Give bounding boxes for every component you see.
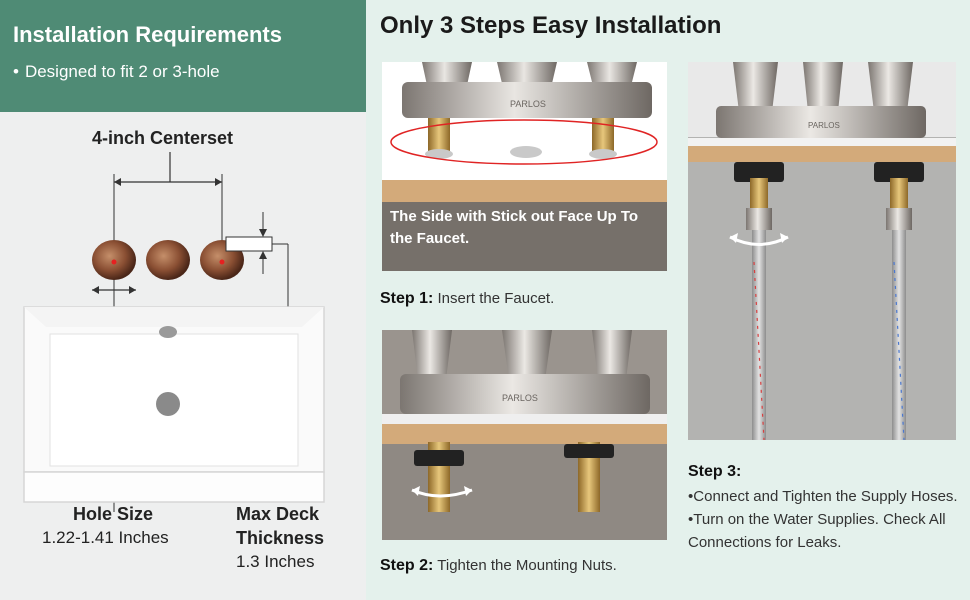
- requirements-bullet: • Designed to fit 2 or 3-hole: [13, 62, 220, 82]
- deck-thickness-label-line2: Thickness: [236, 528, 325, 548]
- arrowhead-icon: [412, 486, 420, 496]
- arrowhead-icon: [780, 233, 788, 243]
- step1-text: Insert the Faucet.: [437, 290, 555, 307]
- arrowhead-icon: [259, 229, 267, 237]
- step2-text: Tighten the Mounting Nuts.: [437, 557, 617, 574]
- sink-rim: [24, 307, 324, 327]
- step1-overlay-caption: The Side with Stick out Face Up To the F…: [390, 208, 639, 247]
- arrowhead-icon: [92, 286, 99, 294]
- hole-center-dot: [219, 259, 225, 265]
- step3-caption: Step 3: •Connect and Tighten the Supply …: [688, 460, 963, 554]
- hole-size-value: 1.22-1.41 Inches: [42, 528, 169, 547]
- sink-diagram-graphic: [23, 152, 325, 512]
- centerset-label: 4-inch Centerset: [92, 128, 234, 148]
- brand-mark: PARLOS: [502, 393, 538, 403]
- step1-caption: Step 1: Insert the Faucet.: [380, 290, 554, 308]
- arrowhead-icon: [215, 178, 222, 186]
- bullet-icon: •: [688, 511, 694, 528]
- drain-hole: [156, 392, 180, 416]
- requirements-bullet-text: Designed to fit 2 or 3-hole: [24, 62, 220, 81]
- sink-diagram: 4-inch Centerset Hole Size 1.22-1.41 Inc…: [0, 112, 366, 600]
- step3-photo: PARLOS: [688, 62, 956, 440]
- hole-size-label: Hole Size: [73, 504, 154, 524]
- arrowhead-icon: [129, 286, 136, 294]
- step3-label: Step 3:: [688, 463, 742, 480]
- bullet-icon: •: [13, 62, 19, 81]
- installation-steps-panel: Only 3 Steps Easy Installation: [366, 0, 970, 600]
- step2-label: Step 2:: [380, 557, 434, 574]
- step2-illustration: PARLOS: [382, 330, 667, 540]
- arrowhead-icon: [464, 486, 472, 496]
- step3-item: •Connect and Tighten the Supply Hoses.: [688, 488, 958, 505]
- deck-thickness-label-line1: Max Deck: [236, 504, 320, 524]
- step2-photo: PARLOS: [382, 330, 667, 540]
- deck-thickness-value: 1.3 Inches: [236, 552, 315, 571]
- mounting-hole-center: [146, 240, 190, 280]
- arrowhead-icon: [259, 251, 267, 259]
- step3-illustration: PARLOS: [688, 62, 956, 440]
- brand-mark: PARLOS: [808, 121, 840, 130]
- requirements-title: Installation Requirements: [13, 22, 282, 47]
- step1-photo: PARLOS The Side with Stick out Face Up T…: [382, 62, 667, 271]
- highlight-ring: [390, 119, 658, 165]
- bullet-icon: •: [688, 488, 694, 505]
- arrowhead-icon: [114, 178, 121, 186]
- sink-front: [23, 471, 325, 503]
- step1-label: Step 1:: [380, 290, 434, 307]
- brand-mark: PARLOS: [510, 99, 546, 109]
- arrowhead-icon: [730, 233, 738, 243]
- steps-title: Only 3 Steps Easy Installation: [380, 12, 722, 39]
- step3-item: •Turn on the Water Supplies. Check All C…: [688, 511, 946, 551]
- step1-illustration: PARLOS: [382, 62, 667, 271]
- faucet-hole: [159, 326, 177, 338]
- requirements-header: Installation Requirements • Designed to f…: [0, 0, 366, 112]
- step2-caption: Step 2: Tighten the Mounting Nuts.: [380, 557, 617, 575]
- hole-center-dot: [111, 259, 117, 265]
- deck-thickness-block: [225, 236, 273, 252]
- installation-requirements-panel: Installation Requirements • Designed to f…: [0, 0, 366, 600]
